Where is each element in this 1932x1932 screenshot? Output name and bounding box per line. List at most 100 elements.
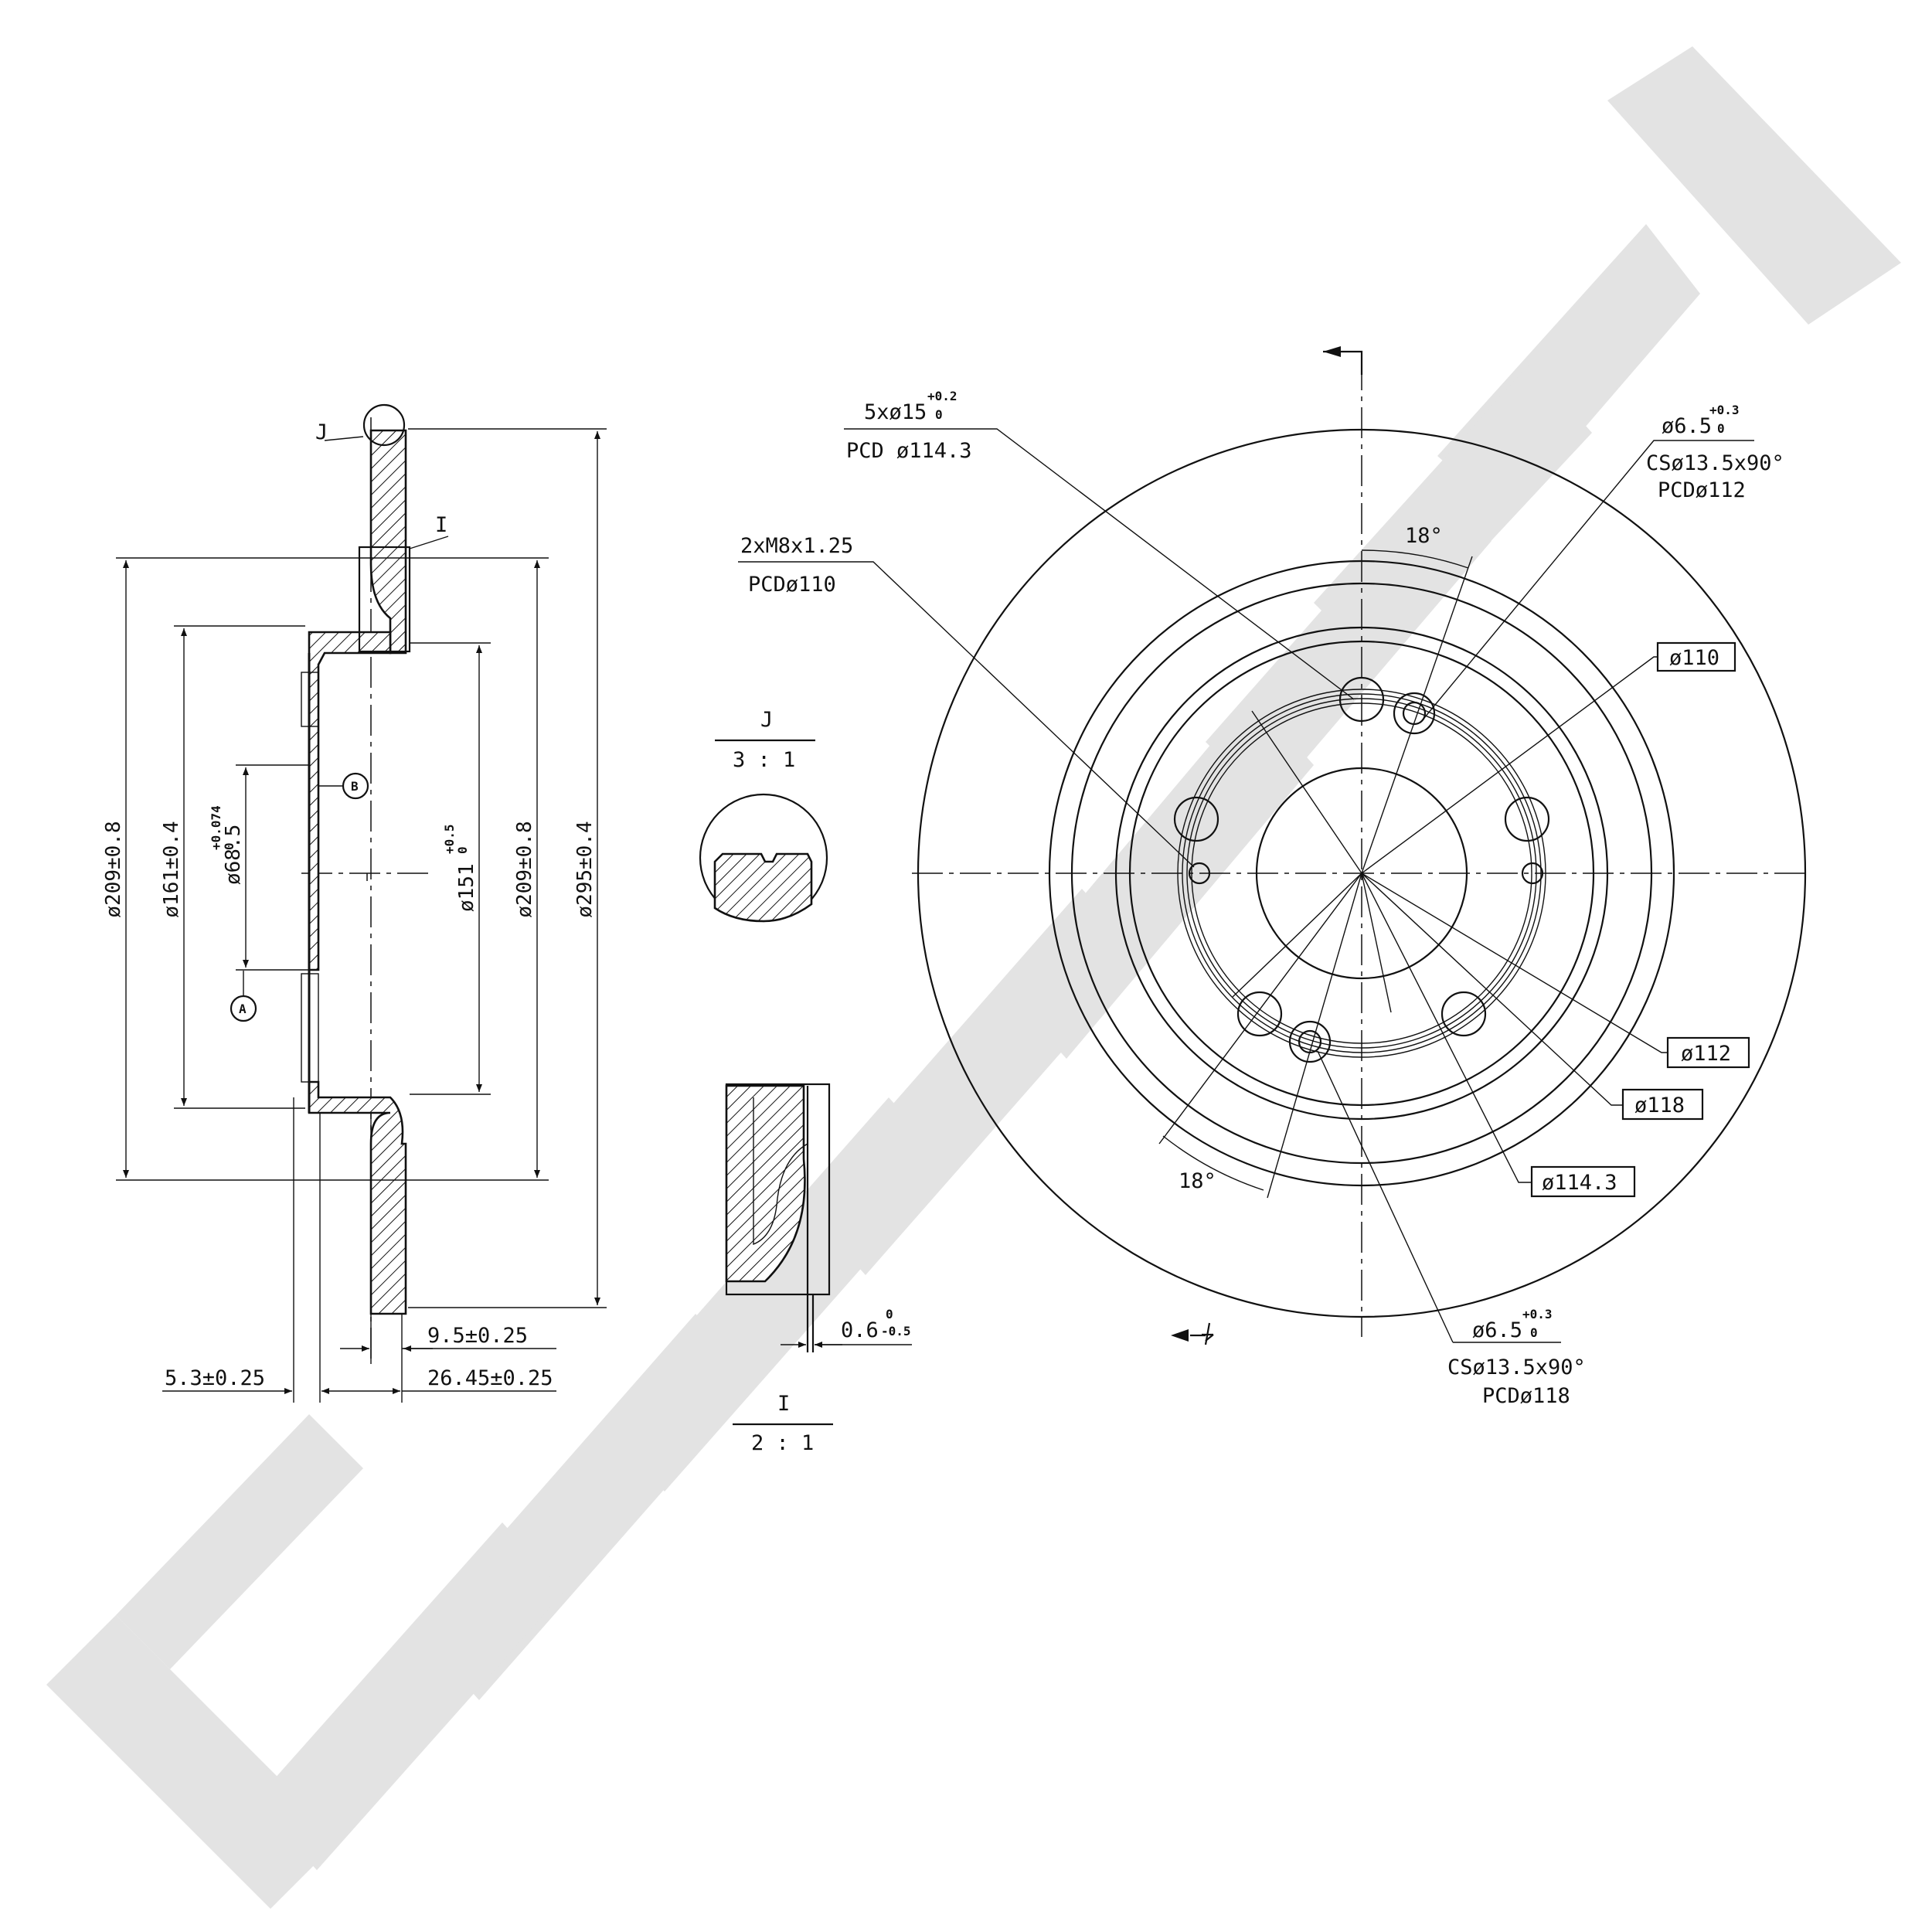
angle-top-label: 18° [1405,524,1443,548]
leader-d114 [1361,872,1532,1183]
wheel-hole-5 [1173,796,1219,842]
countersink-top [1393,692,1436,735]
leader-thread [738,561,1195,868]
detail-j-section [713,852,813,923]
radial-2 [1232,872,1362,998]
dim-151-text: ø151 [455,863,478,912]
callout-holes5-upper: +0.2 [927,389,957,403]
detail-j-leader [324,436,364,441]
pcd-118 [1177,689,1546,1058]
angle-ray-bottom [1158,872,1362,1145]
datum-b-label: B [351,779,359,794]
box-d114-3-text: ø114.3 [1542,1171,1617,1195]
callout-thread-pcd: PCDø110 [748,573,836,597]
detail-j-label: J [760,708,773,732]
angle-arc-top [1361,549,1469,569]
callout-holes5: 5xø15 [864,400,927,424]
leader-holes5 [844,428,1355,700]
callout-cs-top-pcd: PCDø112 [1658,478,1746,502]
callout-cs-bottom-lower: 0 [1530,1325,1538,1340]
callout-cs-bottom-line2: CSø13.5x90° [1447,1355,1586,1379]
dim-9-5-text: 9.5±0.25 [427,1324,528,1348]
countersink-bottom [1288,1020,1332,1063]
angle-ray-bottom-2 [1267,872,1362,1199]
detail-i-marker [358,546,411,653]
box-d112 [1666,1036,1750,1069]
detail-i-label: I [777,1392,790,1416]
section-arrow-bottom [1171,1329,1189,1342]
section-arrow-top [1323,346,1341,357]
dim-161-text: ø161±0.4 [160,821,183,917]
dim-209-left-text: ø209±0.8 [102,821,125,917]
pcd-110 [1191,702,1532,1044]
rotor-section [369,429,407,655]
detail-i-tol-upper: 0 [886,1307,893,1321]
callout-cs-top-lower: 0 [1717,421,1725,436]
section-view: J I B A ø209±0.8 ø161±0.4 ø68.5 + [102,403,607,1403]
radial-3 [1361,872,1392,1013]
callout-holes5-lower: 0 [935,407,943,422]
leader-cs-top [1420,440,1754,723]
section-marker-top [1323,350,1363,375]
leader-d112 [1361,872,1668,1053]
leader-d110 [1361,656,1658,874]
callout-cs-top-line2: CSø13.5x90° [1646,451,1784,475]
hat-step [1114,626,1609,1121]
angle-arc-bottom [1162,1135,1264,1191]
rotor-hat-bottom [308,1080,407,1315]
friction-inner-edge [1048,560,1675,1187]
detail-i-section [725,1084,806,1283]
dim-151-upper: +0.5 [442,824,457,854]
box-d110 [1656,641,1736,672]
pcd-112 [1186,698,1537,1049]
box-d112-text: ø112 [1681,1042,1731,1066]
callout-cs-bottom-pcd: PCDø118 [1482,1384,1570,1408]
detail-j-marker [362,403,406,447]
box-d118 [1621,1088,1704,1121]
box-d118-text: ø118 [1634,1094,1685,1117]
datum-a-label: A [239,1002,247,1016]
wheel-hole-3 [1440,991,1487,1037]
thread-hole-left [1188,862,1211,885]
detail-j-ref: J [315,420,328,444]
dim-68-text: ø68.5 [222,825,245,885]
dim-68-lower: 0 [222,842,236,850]
rotor-hat-top [308,631,392,971]
angle-bottom-label: 18° [1179,1169,1216,1193]
wheel-hole-4 [1236,991,1283,1037]
detail-i-inner-edge [753,1097,808,1246]
dim-26-45-text: 26.45±0.25 [427,1366,553,1390]
detail-i-scale: 2 : 1 [751,1431,814,1455]
rotor-outer-edge [917,428,1807,1318]
thread-hole-right [1521,862,1544,885]
front-view: 5xø15 +0.2 0 PCD ø114.3 2xM8x1.25 PCDø11… [738,346,1808,1408]
dim-151-lower: 0 [455,846,470,854]
detail-i-leader [409,536,449,549]
detail-i-tol-lower: -0.5 [881,1324,911,1338]
dim-68-upper: +0.074 [209,805,223,850]
callout-cs-top: ø6.5 [1662,414,1712,438]
wheel-hole-2 [1504,796,1550,842]
box-d114-3 [1530,1165,1636,1198]
callout-holes5-pcd: PCD ø114.3 [846,439,972,463]
section-marker-bottom-2 [1190,1322,1211,1345]
callout-cs-bottom-upper: +0.3 [1522,1307,1553,1321]
callout-cs-bottom: ø6.5 [1472,1318,1522,1342]
detail-i: 0.6 0 -0.5 I 2 : 1 [725,1083,912,1455]
callout-thread: 2xM8x1.25 [740,534,853,558]
center-bore [1255,767,1468,980]
detail-j-scale: 3 : 1 [733,748,795,772]
box-d110-text: ø110 [1669,646,1719,670]
dim-295-text: ø295±0.4 [573,821,597,917]
dim-5-3-text: 5.3±0.25 [165,1366,265,1390]
detail-j: J 3 : 1 [699,708,828,923]
detail-i-tol-base: 0.6 [841,1318,879,1342]
wheel-hole-1 [1338,676,1385,723]
dim-209-right-text: ø209±0.8 [513,821,536,917]
watermark-logo [46,46,1901,1909]
detail-i-ref: I [435,513,447,537]
hat-outer [1070,582,1653,1165]
leader-cs-bottom [1317,1050,1561,1343]
leader-d118 [1361,872,1623,1106]
